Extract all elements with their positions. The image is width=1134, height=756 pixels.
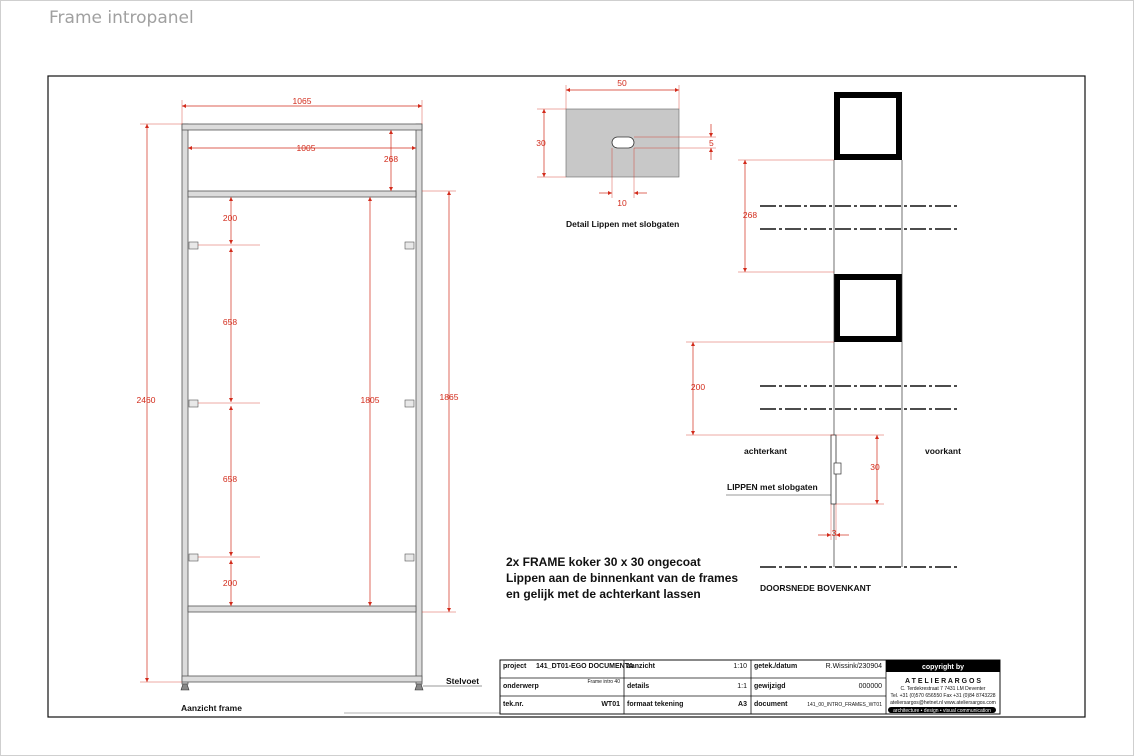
tb-project-value: 141_DT01-EGO DOCUMENTA — [536, 663, 634, 670]
front-view-dimensions — [140, 100, 456, 683]
tb-getek-value: R.Wissink/230904 — [826, 663, 883, 670]
detail-caption: Detail Lippen met slobgaten — [566, 219, 679, 229]
tb-project-label: project — [503, 663, 527, 670]
sheet-border — [47, 75, 1086, 718]
tb-details-label: details — [627, 683, 649, 690]
tb-gewijzigd-label: gewijzigd — [754, 683, 786, 690]
tb-tek-label: tek.nr. — [503, 701, 524, 708]
dim-total-height: 2460 — [137, 395, 156, 405]
tb-onderwerp-label: onderwerp — [503, 683, 539, 690]
dim-inner-width: 1005 — [297, 143, 316, 153]
lower-beam — [187, 605, 417, 613]
title-block: project 141_DT01-EGO DOCUMENTA aanzicht … — [499, 659, 1001, 715]
section-dim-lip-thickness: 3 — [832, 528, 837, 538]
tb-email: ateliersargos@hetnet.nl www.ateliersargo… — [890, 700, 996, 706]
lip-left-3 — [188, 553, 199, 562]
tb-copyright: copyright by — [922, 664, 964, 671]
left-post — [181, 123, 189, 685]
section-dimensions — [686, 159, 884, 540]
tb-details-value: 1:1 — [737, 683, 747, 690]
tb-getek-label: getek./datum — [754, 663, 797, 670]
tb-aanzicht-label: aanzicht — [627, 663, 656, 670]
tb-formaat-value: A3 — [738, 701, 747, 708]
foot-left — [180, 683, 190, 691]
foot-right — [414, 683, 424, 691]
section-tube-top — [834, 92, 902, 160]
detail-slot — [611, 136, 635, 149]
bottom-beam — [181, 675, 423, 683]
frame-lips — [188, 241, 415, 562]
lip-right-1 — [404, 241, 415, 250]
front-view-caption: Aanzicht frame — [181, 703, 242, 713]
tb-address: C. Terdekrestraat 7 7431 LM Deventer — [901, 686, 986, 692]
section-front-label: voorkant — [925, 446, 961, 456]
section-lip-label: LIPPEN met slobgaten — [727, 482, 818, 492]
dim-lower-gap: 200 — [223, 578, 237, 588]
section-dim-gap-1: 268 — [743, 210, 757, 220]
detail-dim-width: 50 — [617, 78, 627, 88]
upper-beam — [187, 190, 417, 198]
note-line-1: 2x FRAME koker 30 x 30 ongecoat — [506, 555, 701, 569]
tb-company: A T E L I E R A R G O S — [905, 678, 981, 685]
front-view-frame — [181, 123, 423, 685]
leveling-feet — [180, 683, 424, 691]
section-dim-gap-2: 200 — [691, 382, 705, 392]
tb-tek-value: WT01 — [601, 701, 620, 708]
lip-left-1 — [188, 241, 199, 250]
tb-aanzicht-value: 1:10 — [733, 663, 747, 670]
section-view — [760, 92, 960, 568]
tb-document-label: document — [754, 701, 788, 708]
tb-document-value: 141_00_INTRO_FRAMES_WT01 — [807, 702, 882, 708]
dim-upper-gap: 200 — [223, 213, 237, 223]
dim-mid-gap-1: 658 — [223, 317, 237, 327]
section-break-lines — [760, 205, 960, 568]
tb-formaat-label: formaat tekening — [627, 701, 683, 708]
page-title: Frame intropanel — [49, 8, 194, 28]
section-lip-slot — [833, 462, 842, 475]
section-tube-middle — [834, 274, 902, 342]
detail-dim-height: 30 — [536, 138, 546, 148]
top-beam — [181, 123, 423, 131]
lip-right-2 — [404, 399, 415, 408]
dim-inner-height: 1805 — [361, 395, 380, 405]
notes-block: 2x FRAME koker 30 x 30 ongecoat Lippen a… — [506, 555, 738, 601]
lip-right-3 — [404, 553, 415, 562]
dim-mid-gap-2: 658 — [223, 474, 237, 484]
section-caption: DOORSNEDE BOVENKANT — [760, 583, 872, 593]
detail-dimensions — [537, 85, 716, 198]
foot-label: Stelvoet — [446, 676, 479, 686]
dim-side-height: 1865 — [440, 392, 459, 402]
front-view-dimension-labels: 1065 1005 268 200 658 658 200 2460 1805 … — [137, 96, 459, 588]
section-back-label: achterkant — [744, 446, 787, 456]
note-line-2: Lippen aan de binnenkant van de frames — [506, 571, 738, 585]
tb-phone: Tel. +31 (0)570 656550 Fax +31 (0)84 874… — [890, 693, 995, 699]
note-line-3: en gelijk met de achterkant lassen — [506, 587, 701, 601]
tb-gewijzigd-value: 000000 — [859, 683, 882, 690]
detail-dim-slot-height: 5 — [709, 138, 714, 148]
lip-left-2 — [188, 399, 199, 408]
tb-onderwerp-value: Frame intro 40 — [587, 679, 620, 685]
right-post — [415, 123, 423, 685]
section-dim-lip-height: 30 — [870, 462, 880, 472]
dim-top-gap: 268 — [384, 154, 398, 164]
dim-total-width: 1065 — [293, 96, 312, 106]
detail-dim-slot-width: 10 — [617, 198, 627, 208]
tb-tagline: architecture • design • visual communica… — [893, 708, 991, 714]
